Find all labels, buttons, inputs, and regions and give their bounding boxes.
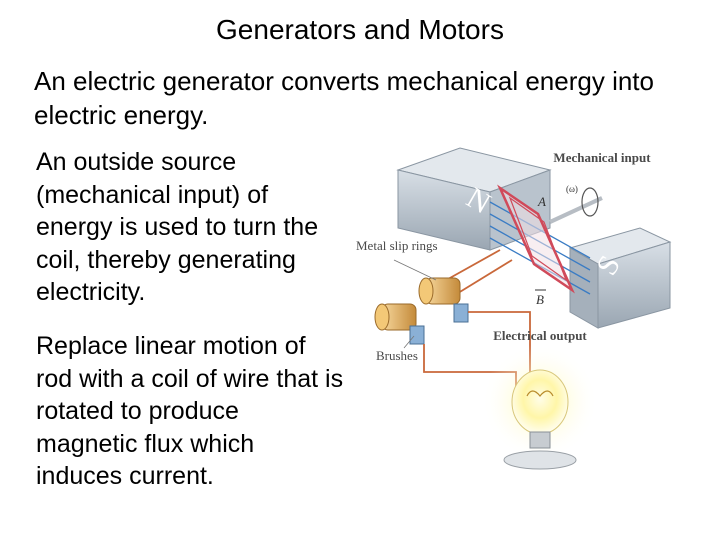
brushes <box>409 303 469 345</box>
paragraph-outside-source: An outside source (mechanical input) of … <box>36 148 319 306</box>
rotation-arrow <box>581 187 599 217</box>
slip-rings-label: Metal slip rings <box>356 238 438 253</box>
brushes-label: Brushes <box>376 348 418 363</box>
omega-label: (ω) <box>566 184 578 194</box>
slide-title: Generators and Motors <box>216 14 504 45</box>
shaft <box>549 196 603 224</box>
south-magnet <box>568 227 672 329</box>
coil <box>497 184 575 294</box>
generator-figure: N S A B (ω) Mechanical input Metal <box>356 147 672 470</box>
mechanical-input-label: Mechanical input <box>553 150 651 165</box>
electrical-output-label: Electrical output <box>493 328 587 343</box>
slip-rings <box>374 277 461 331</box>
paragraph-coil-replacement: Replace linear motion of rod with a coil… <box>36 332 344 490</box>
light-bulb-icon <box>482 344 598 470</box>
intro-text: An electric generator converts mechanica… <box>34 66 654 130</box>
area-label: A <box>537 194 546 209</box>
field-label: B <box>536 292 544 307</box>
